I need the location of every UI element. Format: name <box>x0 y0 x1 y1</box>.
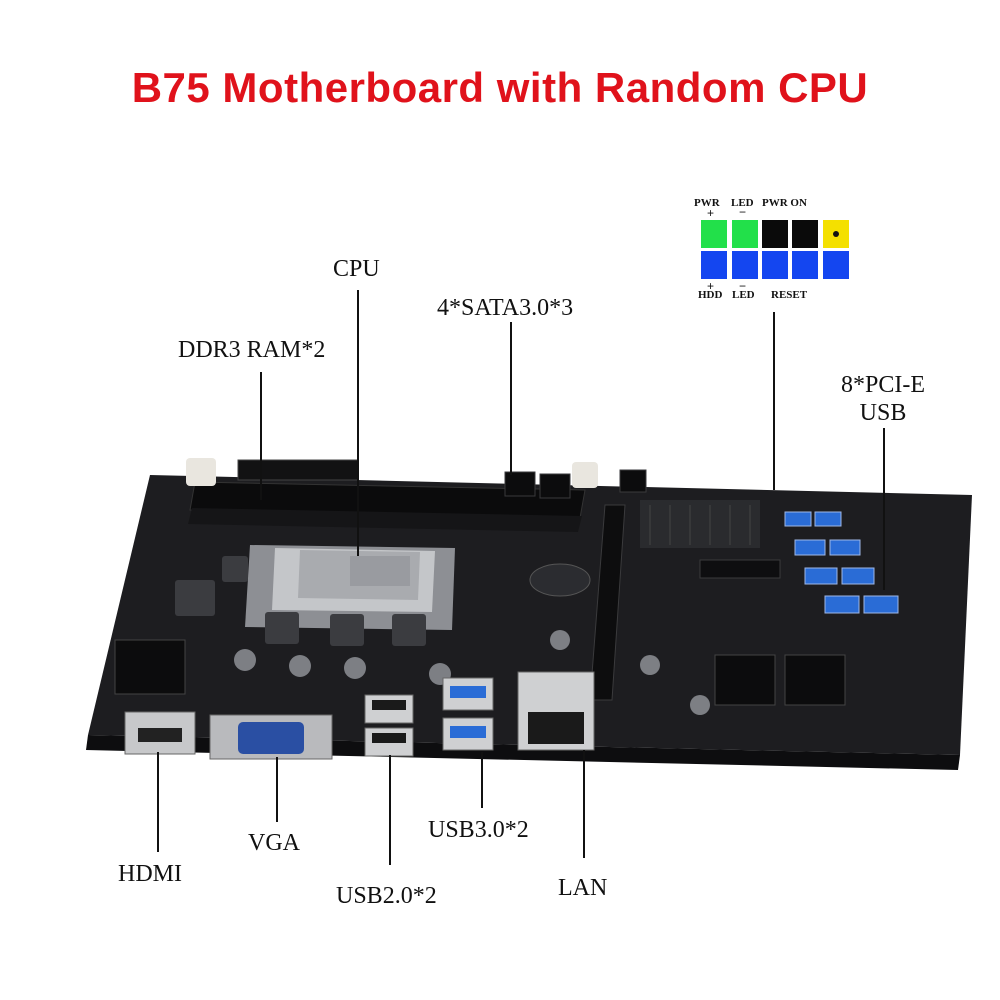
fp-plus-top: + <box>707 206 715 220</box>
pin-pwr-on-1 <box>762 220 788 248</box>
page-title: B75 Motherboard with Random CPU <box>131 64 869 111</box>
rear-io <box>124 671 595 760</box>
label-pcie-usb-line2: USB <box>859 400 907 426</box>
capacitors <box>234 630 710 715</box>
pin-reset-2 <box>792 251 818 279</box>
label-cpu: CPU <box>333 256 380 282</box>
pcie-usb-ports <box>784 511 899 614</box>
fp-minus-top: − <box>739 205 747 219</box>
pin-hdd-led-minus <box>732 251 758 279</box>
m2-slot <box>699 559 781 579</box>
pin-hdd-led-plus <box>701 251 727 279</box>
fp-plus-bottom: + <box>707 279 715 293</box>
fp-label-pwr: PWR <box>694 197 720 209</box>
pcie-slot <box>589 504 626 701</box>
chipset-heatsink <box>640 500 760 548</box>
leader-lines <box>157 290 885 865</box>
fp-label-reset: RESET <box>771 289 808 301</box>
ddr3-ram-slots <box>186 458 598 532</box>
label-hdmi: HDMI <box>118 861 182 887</box>
label-lan: LAN <box>558 875 608 901</box>
label-sata: 4*SATA3.0*3 <box>437 295 574 321</box>
fp-label-led-bottom: LED <box>732 289 755 301</box>
pin-key-dot <box>833 231 839 237</box>
label-usb20: USB2.0*2 <box>336 883 437 909</box>
pin-key <box>823 220 849 248</box>
pin-nc <box>823 251 849 279</box>
pcie-power-connectors <box>714 654 846 706</box>
pin-pwr-led-plus <box>701 220 727 248</box>
atx-connector <box>237 459 359 481</box>
label-vga: VGA <box>248 830 300 856</box>
chokes <box>175 556 426 646</box>
fp-minus-bottom: − <box>739 279 747 293</box>
label-ddr3-ram: DDR3 RAM*2 <box>178 337 326 363</box>
pin-pwr-led-minus <box>732 220 758 248</box>
fp-label-hdd: HDD <box>698 289 723 301</box>
cmos-battery <box>529 563 591 597</box>
fp-label-led-top: LED <box>731 197 754 209</box>
fp-label-pwr-on: PWR ON <box>762 197 807 209</box>
sata-ports <box>504 469 647 499</box>
cpu-socket <box>245 545 455 630</box>
cpu-power-connector <box>114 639 186 695</box>
label-usb30: USB3.0*2 <box>428 817 529 843</box>
label-pcie-usb-line1: 8*PCI-E <box>841 372 925 398</box>
pin-reset-1 <box>762 251 788 279</box>
pin-pwr-on-2 <box>792 220 818 248</box>
